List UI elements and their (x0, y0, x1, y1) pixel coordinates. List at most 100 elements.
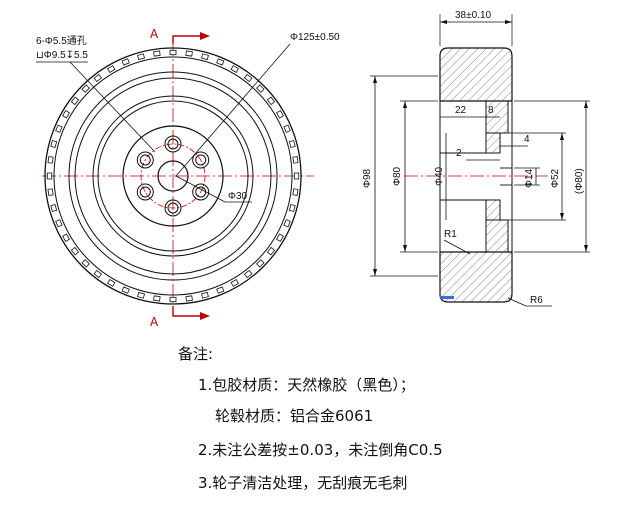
hub-boss-top (485, 132, 501, 154)
tread-tooth (276, 233, 284, 242)
notes-title: 备注: (178, 345, 214, 363)
bolt-hole (167, 202, 179, 214)
tread-tooth (243, 73, 253, 83)
note-line-3: 3.轮子清洁处理，无刮痕无毛刺 (198, 474, 408, 492)
tread-tooth (50, 204, 58, 212)
tread-tooth (266, 96, 276, 106)
hub-leader (175, 175, 226, 203)
tread-tooth (121, 58, 130, 66)
section-label-bottom: A (150, 315, 159, 329)
bolt-hole (167, 138, 179, 150)
tread-tooth (137, 53, 145, 61)
hole-spec-line2: ⊔Φ9.5↧5.5 (36, 50, 88, 61)
section-arrow-bottom (200, 312, 210, 320)
note-line-2: 2.未注公差按±0.03，未注倒角C0.5 (198, 441, 443, 459)
dim-22: 22 (455, 105, 467, 116)
rim-circle-3 (92, 95, 254, 257)
bolt-hole (139, 186, 151, 198)
section-view: 38±0.10 22 8 4 2 Φ98 Φ80 Φ40 Φ14 Φ52 (Φ8… (362, 10, 590, 307)
bolt-hole (195, 154, 207, 166)
tread-tooth (46, 172, 53, 180)
hub-boss-bottom (485, 199, 501, 221)
tread-tooth (55, 219, 63, 228)
arrow-80-bottom (403, 245, 407, 252)
note-line-1b: 轮毂材质：铝合金6061 (215, 407, 374, 425)
arrow-98-top (373, 76, 377, 83)
dia-40: Φ40 (434, 166, 445, 186)
tread-tooth (288, 204, 296, 212)
rim-circle-4 (97, 100, 249, 252)
hole-spec-leader (69, 61, 156, 153)
tread-tooth (47, 156, 54, 164)
tread-tooth (169, 296, 177, 303)
pcd-leader (175, 43, 291, 177)
tread-teeth (46, 49, 300, 303)
radius-r1: R1 (444, 229, 457, 240)
rim-circle-1 (68, 71, 278, 281)
bolt-hole (136, 151, 154, 169)
tread-tooth (266, 246, 276, 256)
dim-4: 4 (524, 134, 530, 145)
tread-outer-circle (44, 47, 302, 305)
tread-tooth (216, 58, 225, 66)
tread-tooth (81, 84, 90, 93)
tread-tooth (292, 188, 299, 196)
section-mark-bottom (172, 306, 200, 317)
tread-tooth (153, 50, 161, 57)
tread-tooth (201, 53, 209, 61)
arrow-38-left (440, 20, 447, 24)
section-arrow-top (200, 32, 210, 40)
dia-98: Φ98 (362, 168, 373, 188)
arrow-52-bottom (560, 213, 564, 220)
hub-bore-circle (157, 160, 189, 192)
blue-marker (440, 296, 454, 299)
bolt-hole (192, 183, 210, 201)
tread-tooth (47, 188, 54, 196)
arrow-80ref-bottom (584, 245, 588, 252)
tyre-top-section (439, 47, 513, 102)
dia-80-ref: (Φ80) (574, 168, 585, 194)
rim-circle-2 (74, 77, 272, 275)
bolt-hole (192, 151, 210, 169)
front-view: 6-Φ5.5通孔 ⊔Φ9.5↧5.5 Φ125±0.50 Φ30 A A (36, 27, 340, 329)
tread-tooth (62, 110, 70, 119)
tread-tooth (121, 286, 130, 294)
bolt-hole (136, 183, 154, 201)
tread-tooth (93, 269, 103, 279)
arrow-38-right (505, 20, 512, 24)
bolt-hole (139, 154, 151, 166)
hole-spec-line1: 6-Φ5.5通孔 (36, 35, 87, 47)
arrow-52-top (560, 133, 564, 140)
dia-14: Φ14 (524, 168, 535, 188)
bolt-hole (164, 199, 182, 217)
tread-tooth (62, 233, 70, 242)
tread-tooth (216, 286, 225, 294)
tyre-bottom-section (439, 251, 513, 303)
arrow-98-bottom (373, 269, 377, 276)
tread-tooth (256, 259, 265, 268)
tread-tooth (107, 279, 116, 287)
tread-tooth (169, 49, 177, 56)
tread-tooth (70, 246, 80, 256)
dim-8: 8 (488, 105, 494, 116)
dia-80: Φ80 (392, 166, 403, 186)
tread-tooth (201, 291, 209, 299)
tread-tooth (50, 140, 58, 148)
tread-tooth (283, 219, 291, 228)
tread-tooth (93, 73, 103, 83)
tread-tooth (70, 96, 80, 106)
tread-tooth (292, 156, 299, 164)
pcd-label: Φ125±0.50 (290, 32, 340, 43)
hub-outer-circle (122, 125, 224, 227)
dim-2: 2 (456, 148, 462, 159)
tread-tooth (153, 295, 161, 302)
tread-tooth (243, 269, 253, 279)
tread-tooth (81, 259, 90, 268)
section-label-top: A (150, 27, 159, 41)
tread-tooth (107, 65, 116, 73)
note-line-1: 1.包胶材质：天然橡胶（黑色）； (198, 376, 415, 394)
width-dimension: 38±0.10 (455, 10, 492, 21)
hub-diameter-label: Φ30 (228, 191, 248, 202)
tread-tooth (283, 124, 291, 133)
